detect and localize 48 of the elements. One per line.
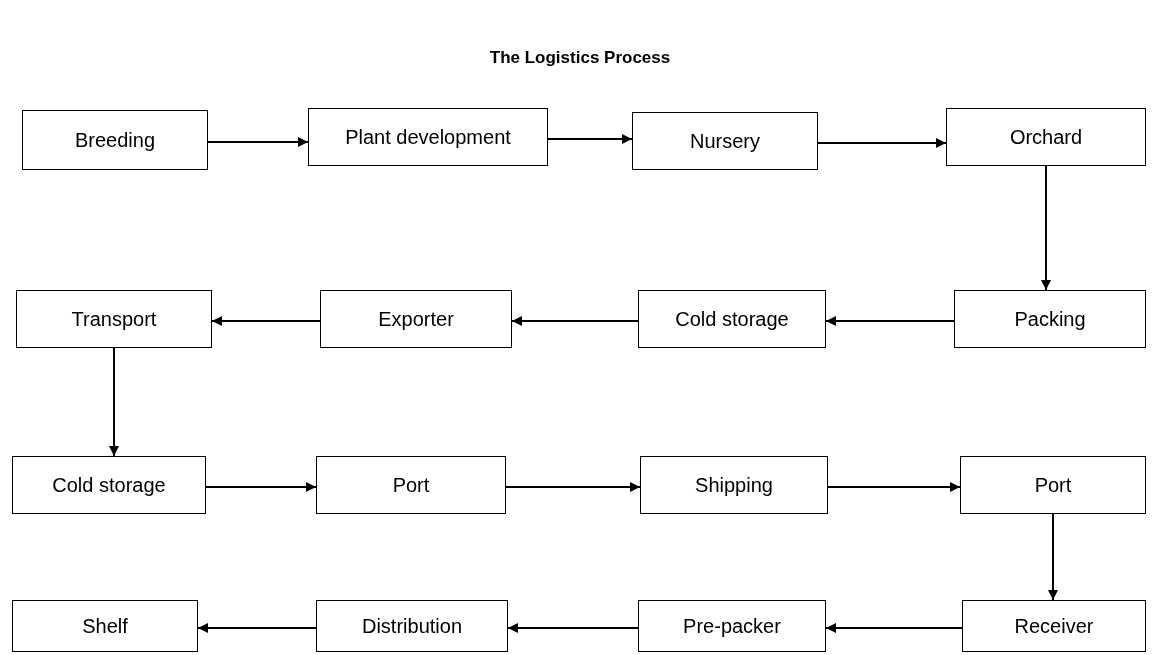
box-label: Nursery [690,129,760,153]
arrow [205,482,317,492]
arrow [511,316,639,326]
arrow [1041,165,1051,291]
diagram-title: The Logistics Process [488,48,672,68]
box-label: Port [392,473,430,497]
process-box [12,600,198,652]
process-box [308,108,548,166]
arrow [1048,513,1058,601]
process-box [638,290,826,348]
box-label: Shipping [695,473,773,497]
box-label: Plant development [345,125,511,149]
arrow [109,347,119,457]
arrow [817,138,947,148]
process-box [946,108,1146,166]
box-label: Orchard [1009,125,1083,149]
arrow [207,137,309,147]
arrow [211,316,321,326]
arrow [827,482,961,492]
box-label: Cold storage [52,473,166,497]
box-label: Distribution [361,614,462,638]
box-label: Packing [1014,307,1086,331]
box-label: Cold storage [675,307,789,331]
box-label: Receiver [1014,614,1094,638]
process-box [954,290,1146,348]
process-box [960,456,1146,514]
box-label: Shelf [82,614,128,638]
box-label: Breeding [74,128,156,152]
box-label: Pre-packer [683,614,781,638]
arrow [825,623,963,633]
arrow [507,623,639,633]
arrow [825,316,955,326]
process-box [22,110,208,170]
process-box [316,456,506,514]
process-box [16,290,212,348]
process-box [316,600,508,652]
process-box [962,600,1146,652]
process-box [640,456,828,514]
box-label: Exporter [378,307,454,331]
arrow [547,134,633,144]
process-box [320,290,512,348]
process-box [638,600,826,652]
arrow [505,482,641,492]
arrow [197,623,317,633]
process-box [12,456,206,514]
box-label: Transport [71,307,157,331]
box-label: Port [1034,473,1072,497]
process-box [632,112,818,170]
